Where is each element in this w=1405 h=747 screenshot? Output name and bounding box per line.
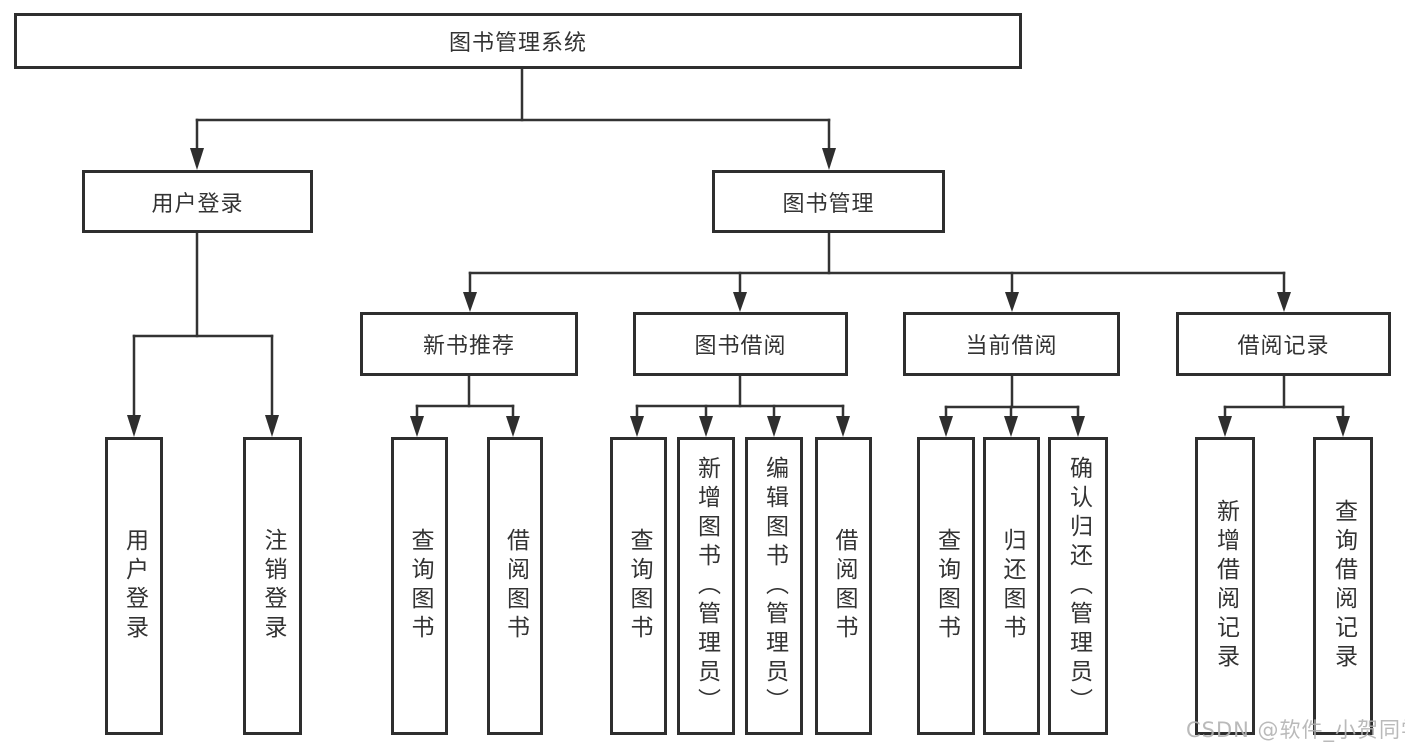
node-new-book-recommend-label: 新书推荐 <box>422 334 515 359</box>
connector-borrow-records-children <box>1223 374 1345 422</box>
connector-root-to-level2 <box>195 67 831 154</box>
node-borrow-records-label: 借阅记录 <box>1237 334 1330 359</box>
leaf-query-books-2: 查询图书 <box>610 437 667 735</box>
leaf-query-books-3-label: 查询图书 <box>933 528 960 644</box>
leaf-edit-books-admin-label: 编辑图书（管理员） <box>761 455 788 717</box>
connector-user-login-children <box>132 230 274 420</box>
connector-new-book-children <box>415 374 515 422</box>
leaf-user-login-label: 用户登录 <box>121 528 148 644</box>
leaf-add-books-admin: 新增图书（管理员） <box>677 437 735 735</box>
leaf-query-books-3: 查询图书 <box>917 437 975 735</box>
connector-current-borrow-children <box>944 374 1080 422</box>
leaf-return-books: 归还图书 <box>983 437 1040 735</box>
leaf-add-borrow-record: 新增借阅记录 <box>1195 437 1255 735</box>
leaf-return-books-label: 归还图书 <box>999 528 1025 644</box>
node-root-system: 图书管理系统 <box>14 13 1022 69</box>
leaf-query-borrow-record: 查询借阅记录 <box>1313 437 1373 735</box>
leaf-query-borrow-record-label: 查询借阅记录 <box>1330 499 1357 673</box>
node-new-book-recommend: 新书推荐 <box>360 312 578 376</box>
csdn-watermark: CSDN @软件_小贺同学 <box>1186 718 1405 742</box>
leaf-edit-books-admin: 编辑图书（管理员） <box>745 437 803 735</box>
connector-book-borrow-children <box>635 374 845 422</box>
node-book-borrow: 图书借阅 <box>633 312 848 376</box>
leaf-add-books-admin-label: 新增图书（管理员） <box>693 455 720 717</box>
leaf-add-borrow-record-label: 新增借阅记录 <box>1212 499 1239 673</box>
node-book-management-label: 图书管理 <box>782 191 875 217</box>
leaf-borrow-books-2-label: 借阅图书 <box>831 528 857 644</box>
node-user-login: 用户登录 <box>82 170 313 233</box>
node-book-borrow-label: 图书借阅 <box>694 334 787 359</box>
connector-book-management-children <box>468 230 1286 296</box>
node-root-system-label: 图书管理系统 <box>448 31 587 56</box>
leaf-logout: 注销登录 <box>243 437 302 735</box>
node-borrow-records: 借阅记录 <box>1176 312 1391 376</box>
leaf-user-login: 用户登录 <box>105 437 163 735</box>
node-user-login-label: 用户登录 <box>151 191 244 217</box>
node-current-borrow-label: 当前借阅 <box>965 334 1058 359</box>
leaf-logout-label: 注销登录 <box>260 528 286 644</box>
leaf-confirm-return-admin-label: 确认归还（管理员） <box>1065 455 1092 717</box>
node-book-management: 图书管理 <box>712 170 945 233</box>
leaf-query-books-1-label: 查询图书 <box>407 528 433 644</box>
leaf-borrow-books-1-label: 借阅图书 <box>502 528 529 644</box>
leaf-confirm-return-admin: 确认归还（管理员） <box>1048 437 1108 735</box>
leaf-borrow-books-1: 借阅图书 <box>487 437 543 735</box>
leaf-borrow-books-2: 借阅图书 <box>815 437 872 735</box>
leaf-query-books-2-label: 查询图书 <box>626 528 652 644</box>
leaf-query-books-1: 查询图书 <box>391 437 448 735</box>
node-current-borrow: 当前借阅 <box>903 312 1120 376</box>
